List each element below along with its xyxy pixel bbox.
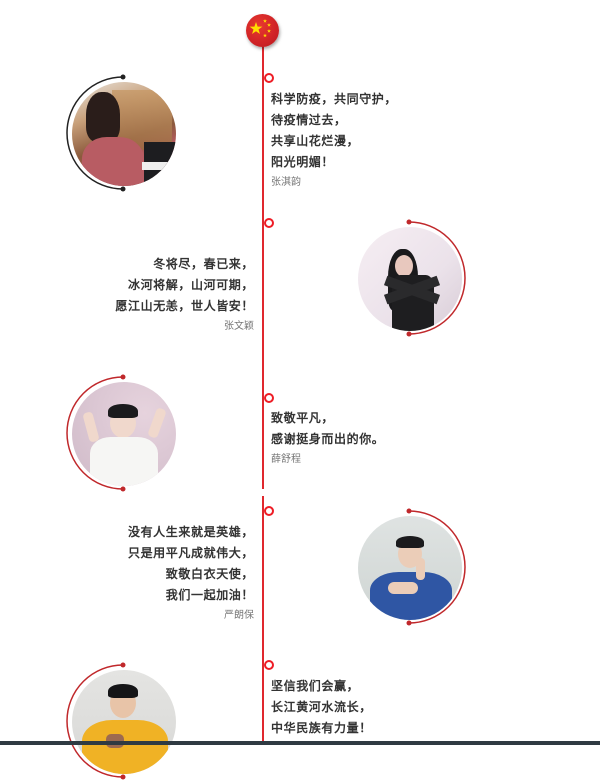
photo-boy-white-shirt-hand-sign (72, 382, 176, 486)
poem-line: 坚信我们会赢， (271, 679, 360, 693)
poem-line: 致敬白衣天使， (165, 567, 254, 581)
poem-line: 愿江山无恙，世人皆安！ (115, 299, 254, 313)
poem-line: 长江黄河水流长， (271, 700, 372, 714)
entry-text: 致敬平凡， 感谢挺身而出的你。 薛舒程 (271, 408, 384, 469)
poem-line: 只是用平凡成就伟大， (127, 546, 254, 560)
entry-text: 坚信我们会赢， 长江黄河水流长， 中华民族有力量！ (271, 676, 372, 739)
photo-girl-crossed-arms-sign (358, 227, 462, 331)
entry-text: 科学防疫，共同守护， 待疫情过去， 共享山花烂漫， 阳光明媚！ 张淇韵 (271, 89, 397, 192)
entry-photo (347, 216, 471, 340)
author-name: 张淇韵 (271, 177, 301, 188)
timeline-marker (264, 218, 274, 228)
china-flag-icon (246, 14, 279, 47)
poem-line: 阳光明媚！ (271, 155, 335, 169)
photo-boy-blue-sweater-sign (358, 516, 462, 620)
poem-line: 共享山花烂漫， (271, 134, 360, 148)
author-name: 薛舒程 (271, 454, 301, 465)
poem-line: 我们一起加油！ (165, 588, 254, 602)
entry-text: 冬将尽，春已来， 冰河将解，山河可期， 愿江山无恙，世人皆安！ 张文颖 (115, 254, 254, 336)
photo-girl-playing-piano (72, 82, 176, 186)
photo-boy-yellow-hoodie-sign (72, 670, 176, 774)
bottom-bar (0, 741, 600, 745)
poem-line: 致敬平凡， (271, 411, 335, 425)
timeline-marker (264, 393, 274, 403)
timeline-marker (264, 73, 274, 83)
entry-photo (61, 71, 185, 195)
entry-photo (347, 505, 471, 629)
entry-text: 没有人生来就是英雄， 只是用平凡成就伟大， 致敬白衣天使， 我们一起加油！ 严朗… (128, 522, 254, 625)
author-name: 严朗保 (224, 610, 254, 621)
timeline-marker (264, 660, 274, 670)
poem-line: 科学防疫，共同守护， (271, 92, 398, 106)
poem-line: 感谢挺身而出的你。 (271, 432, 385, 446)
poem-line: 中华民族有力量！ (271, 721, 372, 735)
poem-line: 待疫情过去， (271, 113, 347, 127)
author-name: 张文颖 (224, 321, 254, 332)
poem-line: 冰河将解，山河可期， (127, 278, 254, 292)
poem-line: 冬将尽，春已来， (153, 257, 254, 271)
poem-line: 没有人生来就是英雄， (127, 525, 254, 539)
timeline-line (262, 44, 264, 489)
entry-photo (61, 371, 185, 495)
entry-photo (61, 659, 185, 783)
timeline-marker (264, 506, 274, 516)
timeline-line (262, 496, 264, 745)
